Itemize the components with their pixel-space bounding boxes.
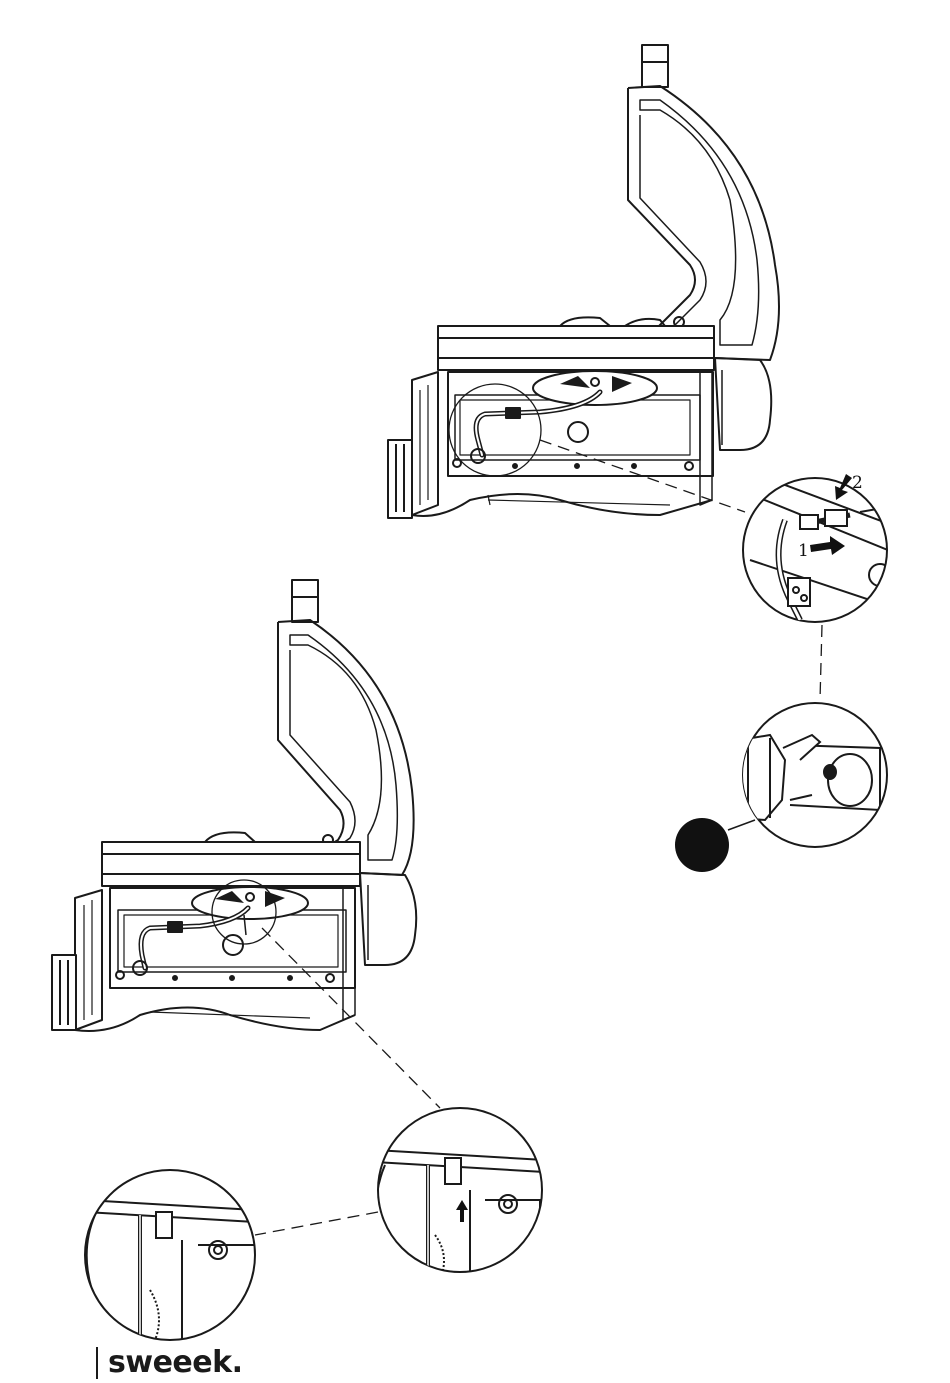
step-marker-dot (675, 818, 729, 872)
detail-circle-clamp (675, 703, 887, 872)
detail-circle-inserted (85, 1170, 255, 1340)
brand-divider (96, 1347, 98, 1379)
detail-circle-connection: 1 2 (743, 470, 900, 622)
leader-line-b (820, 625, 822, 700)
brand-logo-text: sweeek. (108, 1346, 242, 1380)
grill-view-bottom (52, 580, 416, 1031)
detail-circle-insert (375, 1108, 545, 1280)
grill-view-top (388, 45, 779, 518)
step-2-label: 2 (852, 473, 863, 493)
brand-logo: sweeek. (96, 1346, 242, 1380)
step-1-label: 1 (798, 541, 809, 561)
leader-line-c (262, 928, 440, 1108)
leader-line-d (255, 1212, 378, 1235)
